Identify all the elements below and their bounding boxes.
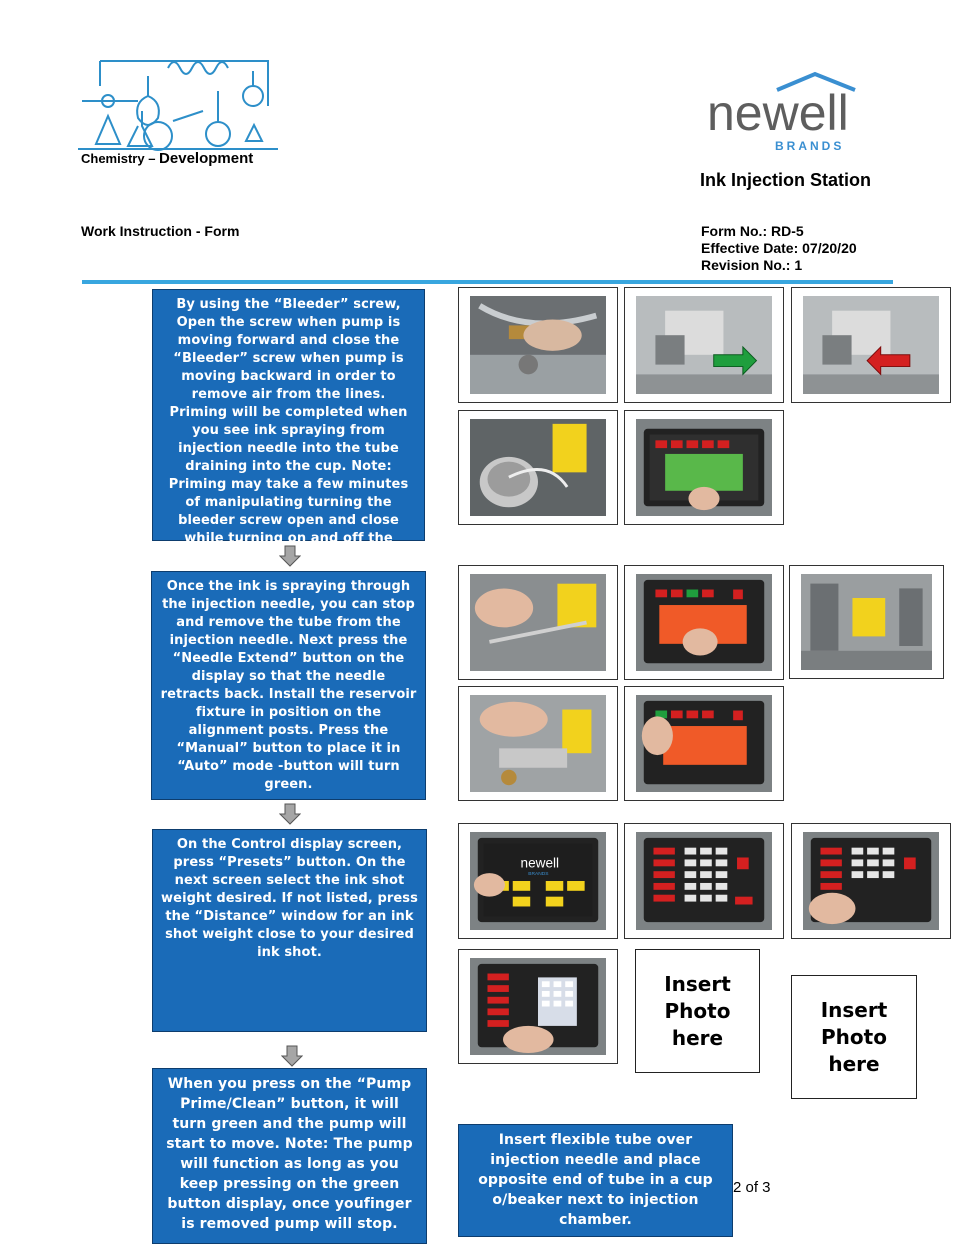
step-3-instructions: On the Control display screen, press “Pr… xyxy=(152,829,427,1032)
form-number: Form No.: RD-5 xyxy=(701,223,804,239)
down-arrow-icon xyxy=(279,545,301,567)
newell-brands-logo: newell BRANDS xyxy=(705,70,885,153)
page-number: 2 of 3 xyxy=(733,1179,771,1196)
tube-note: Insert flexible tube over injection need… xyxy=(458,1124,733,1237)
form-type-label: Work Instruction - Form xyxy=(81,223,240,239)
photo-hmi-shot-weights xyxy=(624,823,784,939)
step-2-instructions: Once the ink is spraying through the inj… xyxy=(151,571,426,800)
step-1-instructions: By using the “Bleeder” screw, Open the s… xyxy=(152,289,425,564)
photo-hmi-presets: newell BRANDS xyxy=(458,823,618,939)
hmi-newell-logo: newell xyxy=(521,855,560,870)
photo-remove-tube xyxy=(458,565,618,680)
effective-date: Effective Date: 07/20/20 xyxy=(701,240,857,256)
photo-hmi-green-screen xyxy=(624,410,784,525)
photo-bleeder-screw xyxy=(458,287,618,403)
department-label: Chemistry – Development xyxy=(81,150,254,167)
down-arrow-icon xyxy=(281,1045,303,1067)
step-4-instructions: When you press on the “Pump Prime/Clean”… xyxy=(152,1068,427,1244)
red-arrow-icon xyxy=(866,345,911,376)
photo-hmi-select-weight xyxy=(791,823,951,939)
form-meta: Form No.: RD-5 Effective Date: 07/20/20 … xyxy=(701,223,857,274)
header-divider xyxy=(82,280,893,284)
photo-ink-cup xyxy=(458,410,618,525)
photo-pump-forward xyxy=(624,287,784,403)
newell-wordmark: newell xyxy=(707,85,849,141)
photo-hmi-manual-auto xyxy=(624,686,784,801)
photo-pump-backward xyxy=(791,287,951,403)
photo-reservoir-fixture xyxy=(789,565,944,679)
hmi-brands-logo: BRANDS xyxy=(528,871,549,877)
down-arrow-icon xyxy=(279,803,301,825)
photo-hmi-needle-extend xyxy=(624,565,784,680)
revision-number: Revision No.: 1 xyxy=(701,257,803,273)
station-title: Ink Injection Station xyxy=(700,170,872,190)
chemistry-lab-logo xyxy=(78,56,278,151)
photo-hmi-distance-keypad xyxy=(458,949,618,1064)
insert-photo-placeholder: Insert Photo here xyxy=(635,949,760,1073)
brands-wordmark: BRANDS xyxy=(775,139,844,152)
green-arrow-icon xyxy=(713,345,758,376)
insert-photo-placeholder: Insert Photo here xyxy=(791,975,917,1099)
photo-install-fixture xyxy=(458,686,618,801)
